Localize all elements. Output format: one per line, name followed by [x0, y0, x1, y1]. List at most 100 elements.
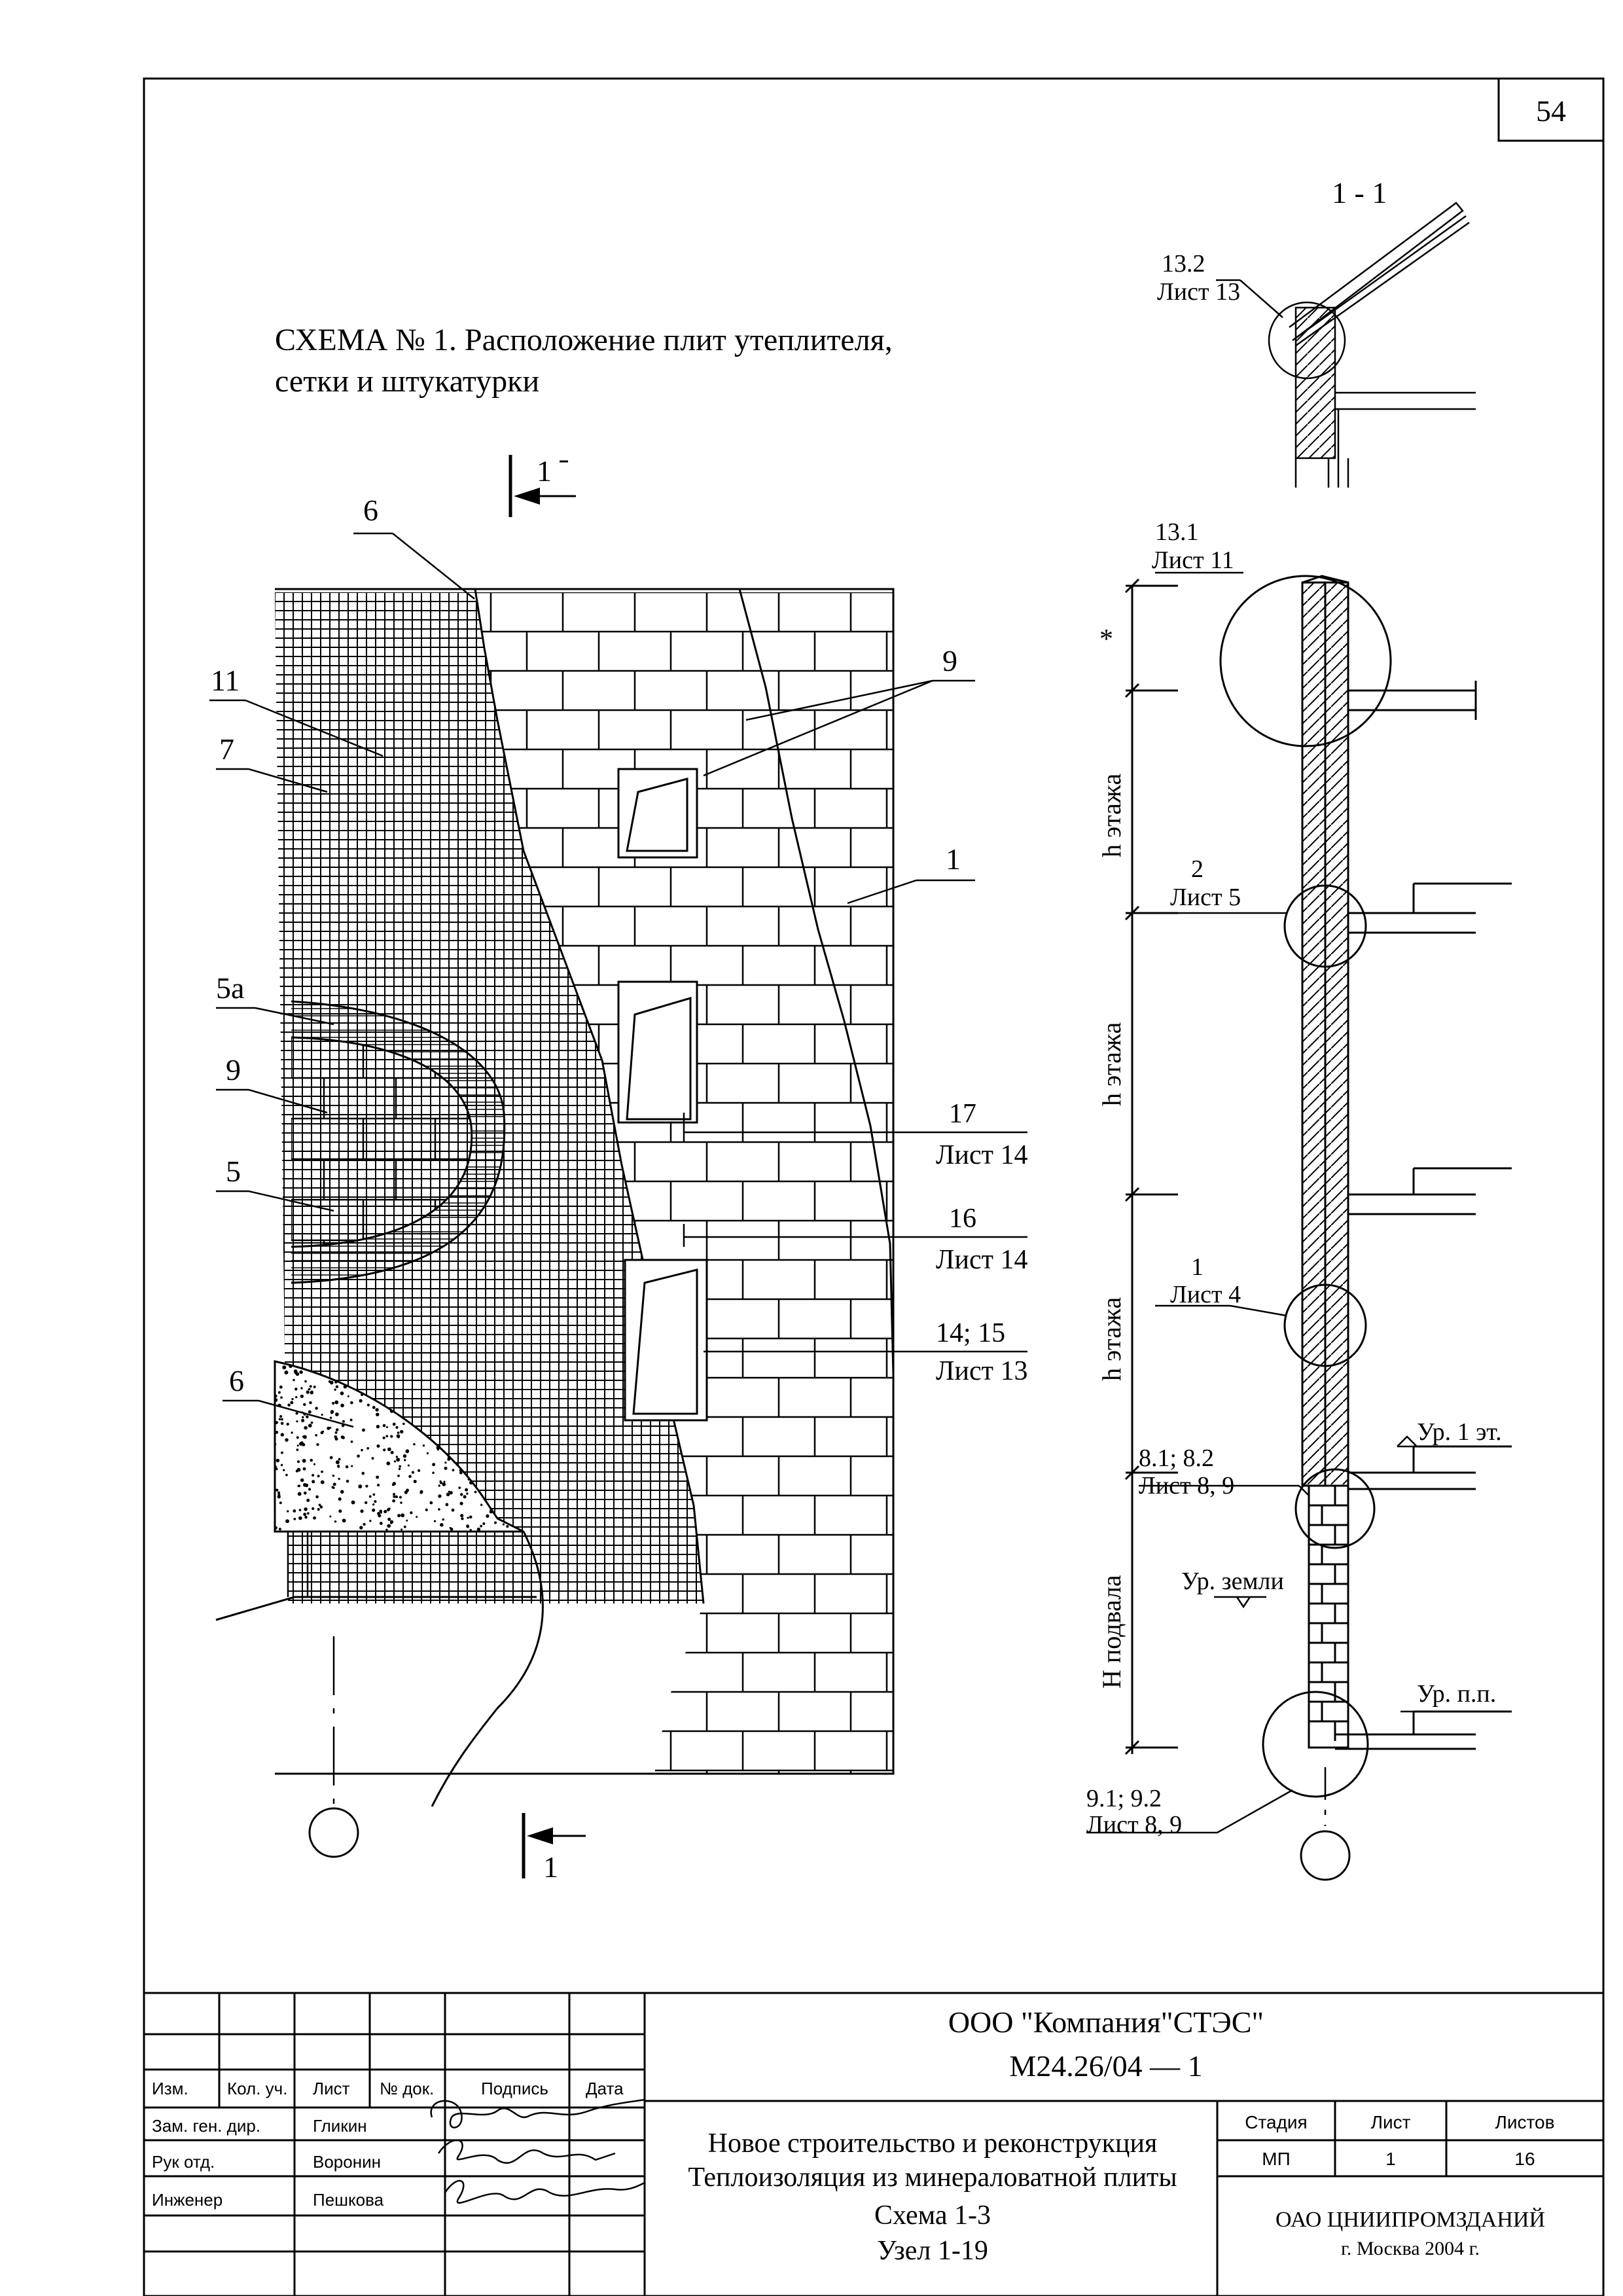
title-line-1: Новое строительство и реконструкция — [708, 2128, 1158, 2159]
callout-5a: 5а — [216, 971, 334, 1026]
plaster-boundary — [738, 588, 895, 1375]
hdr-date: Дата — [586, 2079, 624, 2098]
node-8: 8.1; 8.2 — [1139, 1444, 1214, 1472]
node-13-1-sheet: Лист 11 — [1152, 547, 1234, 574]
top-ref-num: 13.2 — [1162, 250, 1205, 278]
node-9-sheet: Лист 8, 9 — [1086, 1811, 1182, 1839]
callout-9-left: 9 — [216, 1053, 328, 1114]
sheets-val: 16 — [1514, 2149, 1535, 2169]
company: ООО "Компания"СТЭС" — [948, 2005, 1264, 2039]
role-3: Инженер — [152, 2190, 223, 2210]
callout-11: 11 — [209, 664, 383, 757]
roof-detail — [1216, 202, 1476, 488]
svg-text:Лист 13: Лист 13 — [936, 1356, 1027, 1386]
hdr-kol: Кол. уч. — [227, 2079, 287, 2098]
facade-drawing: 1 1 6 11 7 9 — [209, 454, 1027, 1884]
svg-text:1: 1 — [537, 454, 552, 488]
section-mark-top: 1 — [508, 454, 576, 517]
insulation-boundary — [474, 588, 705, 1604]
signatures — [430, 2098, 645, 2204]
title-line-2: Теплоизоляция из минераловатной плиты — [688, 2162, 1177, 2193]
sheet-hdr: Лист — [1371, 2112, 1411, 2132]
title-block — [144, 1992, 1603, 2296]
scheme-title-line1: СХЕМА № 1. Расположение плит утеплителя, — [275, 323, 893, 357]
level-basement-floor: Ур. п.п. — [1417, 1680, 1496, 1708]
callout-7: 7 — [216, 732, 328, 793]
dim-label-3: h этажа — [1097, 1297, 1126, 1381]
node-1-sheet: Лист 4 — [1170, 1281, 1241, 1308]
name-3: Пешкова — [313, 2190, 384, 2210]
name-1: Гликин — [313, 2116, 367, 2136]
role-1: Зам. ген. дир. — [152, 2116, 260, 2136]
dim-label-4: Н подвала — [1097, 1575, 1126, 1689]
scheme-title-line2: сетки и штукатурки — [275, 364, 539, 399]
section-mark-bottom: 1 — [522, 1813, 586, 1884]
svg-text:14; 15: 14; 15 — [936, 1318, 1005, 1348]
svg-text:Лист 14: Лист 14 — [936, 1140, 1027, 1170]
svg-text:6: 6 — [363, 493, 378, 527]
hdr-izm: Изм. — [152, 2079, 188, 2098]
hdr-sign: Подпись — [481, 2079, 548, 2098]
org-line-1: ОАО ЦНИИПРОМЗДАНИЙ — [1275, 2208, 1545, 2232]
ref-17: 17 Лист 14 — [683, 1099, 1027, 1170]
dim-label-2: h этажа — [1097, 1022, 1126, 1106]
level-floor1: Ур. 1 эт. — [1417, 1418, 1502, 1446]
ref-14-15: 14; 15 Лист 13 — [704, 1318, 1027, 1386]
svg-text:7: 7 — [219, 732, 234, 766]
callout-6-bottom: 6 — [223, 1364, 354, 1428]
node-1: 1 — [1191, 1253, 1204, 1281]
sheet-val: 1 — [1385, 2149, 1396, 2169]
callout-1: 1 — [847, 842, 975, 905]
sheets-hdr: Листов — [1495, 2112, 1555, 2132]
node-13-1: 13.1 — [1155, 518, 1199, 546]
section-axis-bubble — [1300, 1830, 1351, 1881]
node-2-sheet: Лист 5 — [1170, 884, 1241, 911]
title-line-3: Схема 1-3 — [874, 2200, 991, 2231]
svg-text:6: 6 — [229, 1364, 244, 1397]
svg-text:16: 16 — [949, 1204, 976, 1234]
callout-9-top: 9 — [703, 644, 975, 777]
name-2: Воронин — [313, 2152, 381, 2172]
section-title: 1 - 1 — [1332, 176, 1387, 209]
ground-line — [215, 1596, 537, 1621]
title-line-4: Узел 1-19 — [877, 2236, 988, 2266]
node-circles — [1219, 575, 1392, 1798]
svg-text:5: 5 — [226, 1155, 241, 1188]
axis-bubble — [308, 1807, 359, 1858]
section-1-1: 1 - 1 13.2 Лист 13 — [1086, 176, 1512, 1881]
hdr-doc: № док. — [380, 2079, 434, 2098]
node-8-sheet: Лист 8, 9 — [1139, 1472, 1234, 1499]
callout-5: 5 — [216, 1155, 334, 1212]
org-line-2: г. Москва 2004 г. — [1341, 2238, 1480, 2259]
ref-16: 16 Лист 14 — [683, 1204, 1027, 1275]
svg-text:11: 11 — [211, 664, 240, 697]
dimension-ticks — [1124, 578, 1178, 1755]
dim-label-1: h этажа — [1097, 773, 1126, 857]
level-ground: Ур. земли — [1181, 1568, 1284, 1595]
svg-text:9: 9 — [942, 644, 957, 677]
svg-text:Лист 14: Лист 14 — [936, 1245, 1027, 1275]
svg-text:5а: 5а — [216, 971, 244, 1005]
asterisk: * — [1099, 624, 1113, 655]
plaster-speckled — [274, 1360, 524, 1533]
svg-text:17: 17 — [949, 1099, 976, 1129]
role-2: Рук отд. — [152, 2152, 215, 2172]
page-number: 54 — [1536, 94, 1566, 128]
node-9: 9.1; 9.2 — [1086, 1785, 1162, 1812]
svg-text:9: 9 — [226, 1053, 241, 1086]
node-2: 2 — [1191, 855, 1204, 883]
page-number-box — [1497, 77, 1605, 142]
doc-code: М24.26/04 — 1 — [1009, 2049, 1202, 2083]
sheet-frame — [143, 77, 1605, 2296]
insulation-boards — [617, 768, 708, 1422]
svg-text:1: 1 — [543, 1850, 558, 1884]
hdr-list: Лист — [313, 2079, 350, 2098]
callout-6-top: 6 — [353, 493, 475, 600]
stage-hdr: Стадия — [1245, 2112, 1307, 2132]
top-ref-sheet: Лист 13 — [1157, 278, 1240, 306]
svg-text:1: 1 — [946, 842, 961, 876]
wall-section — [1131, 575, 1512, 1754]
base-curve — [431, 1531, 544, 1807]
level-markers — [1214, 1435, 1512, 1713]
